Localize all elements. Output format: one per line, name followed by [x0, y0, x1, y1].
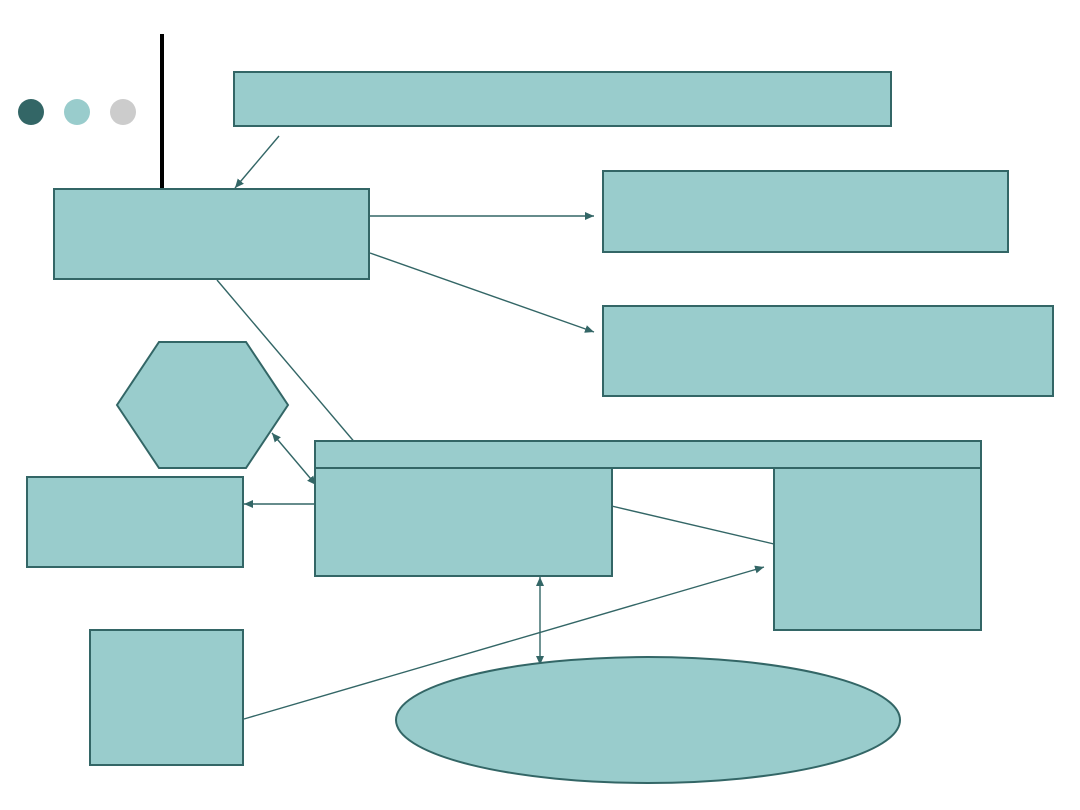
bottom-ellipse	[395, 656, 901, 784]
decorative-vertical-bar	[160, 34, 164, 188]
arrow-left-main-to-central	[216, 279, 369, 459]
arrow-central-left-to-central-right	[602, 503, 792, 550]
arrow-bottom-left-to-central-right	[243, 565, 765, 720]
arrow-hexagon-central	[271, 432, 317, 486]
decorative-dot-dark	[18, 99, 44, 125]
left-main-box	[53, 188, 370, 280]
arrow-banner-to-left-main	[234, 135, 280, 189]
left-middle-box	[26, 476, 244, 568]
central-right-box	[773, 467, 982, 631]
central-left-box	[314, 467, 613, 577]
top-banner-box	[233, 71, 892, 127]
decorative-dot-gray	[110, 99, 136, 125]
hexagon-node	[115, 341, 290, 469]
right-upper-box	[602, 170, 1009, 253]
right-lower-box	[602, 305, 1054, 397]
central-header-bar	[314, 440, 982, 469]
decorative-dot-light	[64, 99, 90, 125]
bottom-left-box	[89, 629, 244, 766]
arrow-left-main-to-right-lower	[369, 252, 595, 333]
